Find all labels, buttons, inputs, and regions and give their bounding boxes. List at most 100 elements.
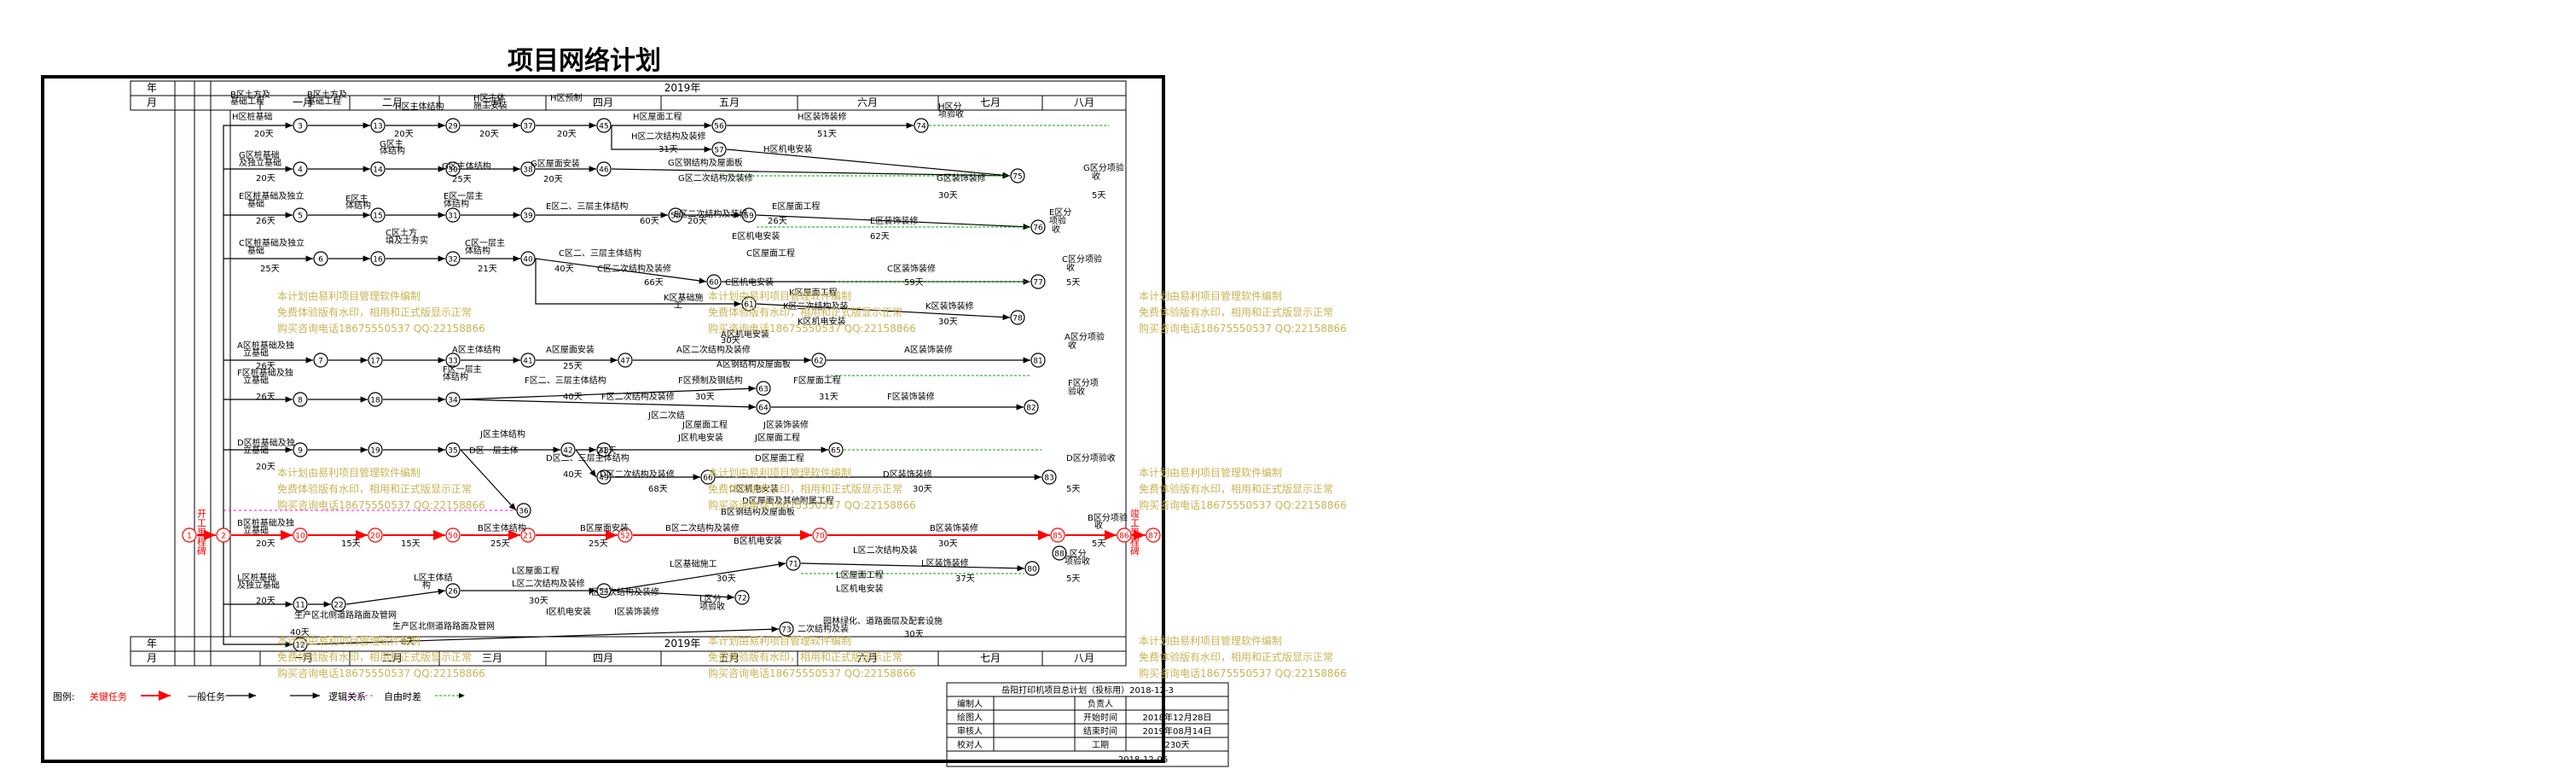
scale-year-label-top: 年 [147, 82, 157, 94]
watermark-block: 本计划由易利项目管理软件编制免费体验版有水印，相用和正式版显示正常购买咨询电话1… [1139, 465, 1347, 514]
node-18: 18 [368, 392, 383, 407]
month-7-top: 七月 [980, 96, 1001, 108]
task-label: H区主体 [473, 93, 506, 103]
node-57: 57 [711, 142, 727, 157]
task-label: 立基础 [243, 525, 269, 536]
node-number: 59 [744, 213, 754, 221]
task-label: 26天 [768, 217, 787, 226]
task-labels: B区土方及基础工程B区土方及基础工程H区桩基础20天H区主体结构H区主体施工安装… [230, 89, 1128, 647]
node-number: 86 [1119, 533, 1129, 541]
node-73: 73 [779, 621, 794, 637]
month-6-top: 六月 [857, 96, 878, 108]
node-number: 71 [788, 561, 798, 569]
normal-edges [223, 122, 1041, 648]
task-label: 25天 [260, 265, 280, 274]
task-label: 立基础 [243, 375, 269, 386]
watermark-block: 本计划由易利项目管理软件编制免费体验版有水印，相用和正式版显示正常购买咨询电话1… [708, 633, 916, 682]
task-label: B区二次结构及装修 [665, 522, 740, 533]
task-label: 30天 [904, 630, 924, 639]
node-number: 50 [448, 533, 458, 541]
task-label: 8天 [401, 638, 415, 647]
task-label: 体结构 [380, 145, 405, 156]
node-circle [445, 161, 461, 177]
task-label: 5天 [1066, 574, 1080, 584]
watermark-line: 本计划由易利项目管理软件编制 [708, 467, 852, 479]
watermark-block: 本计划由易利项目管理软件编制免费体验版有水印，相用和正式版显示正常购买咨询电话1… [277, 633, 485, 682]
node-circle [741, 296, 757, 312]
task-label: C区二、三层主体结构 [559, 248, 641, 259]
node-number: 12 [295, 642, 305, 650]
task-label: D区机电安装 [729, 483, 779, 494]
task-label: 收 [1092, 171, 1100, 182]
task-label: F区桩基础及独 [237, 367, 293, 378]
node-circle [1024, 561, 1040, 576]
task-label: B区钢结构及屋面板 [721, 506, 795, 517]
node-number: 72 [737, 595, 746, 603]
node-circle [368, 352, 383, 368]
task-label: 59天 [904, 278, 924, 288]
task-label: 51天 [817, 130, 837, 139]
task-label: L区分 [699, 594, 722, 604]
watermark-line: 购买咨询电话18675550537 QQ:22158866 [1139, 499, 1347, 511]
task-label: C区屋面工程 [746, 248, 795, 259]
task-label: L区二次结构及装修 [512, 578, 585, 589]
month-4-top: 四月 [593, 96, 613, 108]
node-number: 65 [831, 447, 840, 456]
task-label: I区机电安装 [546, 606, 591, 617]
task-label: H区机电安装 [763, 143, 813, 154]
node-number: 41 [523, 358, 532, 366]
info-r3c2: 工期 [1092, 740, 1109, 750]
node-17: 17 [368, 352, 383, 368]
task-label: G区主体结构 [442, 160, 491, 172]
node-83: 83 [1041, 469, 1057, 485]
task-label: E区屋面工程 [772, 201, 820, 212]
task-label: 30天 [721, 336, 740, 346]
node-circle [596, 583, 612, 598]
month-7-bottom: 七月 [980, 652, 1001, 664]
node-circle [293, 207, 308, 223]
task-label: 立基础 [243, 347, 269, 358]
node-37: 37 [520, 118, 536, 133]
month-2-top: 二月 [382, 96, 403, 108]
watermark-line: 购买咨询电话18675550537 QQ:22158866 [277, 499, 485, 511]
task-label: 收 [1068, 340, 1076, 351]
task-label: A区二次结构及装修 [676, 344, 751, 355]
page-title: 项目网络计划 [508, 46, 661, 76]
info-r0c0: 编制人 [957, 698, 983, 709]
node-circle [370, 251, 386, 266]
node-58: 58 [668, 207, 683, 223]
info-r3c3: 230天 [1164, 741, 1189, 750]
node-circle [741, 207, 757, 223]
task-label: 20天 [394, 130, 414, 139]
month-8-top: 八月 [1074, 96, 1094, 108]
task-label: C区机电安装 [725, 277, 774, 288]
node-81: 81 [1030, 352, 1046, 368]
legend-title: 图例: [53, 690, 75, 702]
node-circle [313, 352, 328, 368]
node-circle [445, 251, 461, 266]
node-circle [1030, 352, 1046, 368]
task-label: 基础 [247, 198, 264, 209]
node-circle [370, 118, 386, 133]
task-label: I区二次结构及装修 [589, 586, 659, 597]
node-33: 33 [445, 352, 461, 368]
node-66: 66 [700, 469, 716, 485]
task-label: 基础 [247, 245, 264, 256]
node-circle [1041, 469, 1057, 485]
node-78: 78 [1010, 310, 1025, 325]
task-label: L区桩基础 [237, 572, 276, 583]
node-63: 63 [756, 381, 771, 396]
task-label: 20天 [256, 463, 276, 472]
task-label: 40天 [554, 265, 574, 274]
node-54: 54 [596, 583, 612, 598]
task-label: 30天 [938, 539, 958, 549]
task-label: L区分 [1065, 549, 1087, 559]
task-label: J区主体结构 [479, 428, 525, 440]
watermark-line: 本计划由易利项目管理软件编制 [277, 635, 421, 647]
task-label: E区二、三层主体结构 [546, 201, 628, 212]
info-r1c2: 开始时间 [1083, 712, 1117, 723]
watermark-line: 免费体验版有水印，相用和正式版显示正常 [277, 306, 473, 318]
task-label: 31天 [819, 393, 838, 402]
watermark-line: 免费体验版有水印，相用和正式版显示正常 [277, 651, 473, 663]
task-label: F区分项 [1068, 378, 1099, 388]
